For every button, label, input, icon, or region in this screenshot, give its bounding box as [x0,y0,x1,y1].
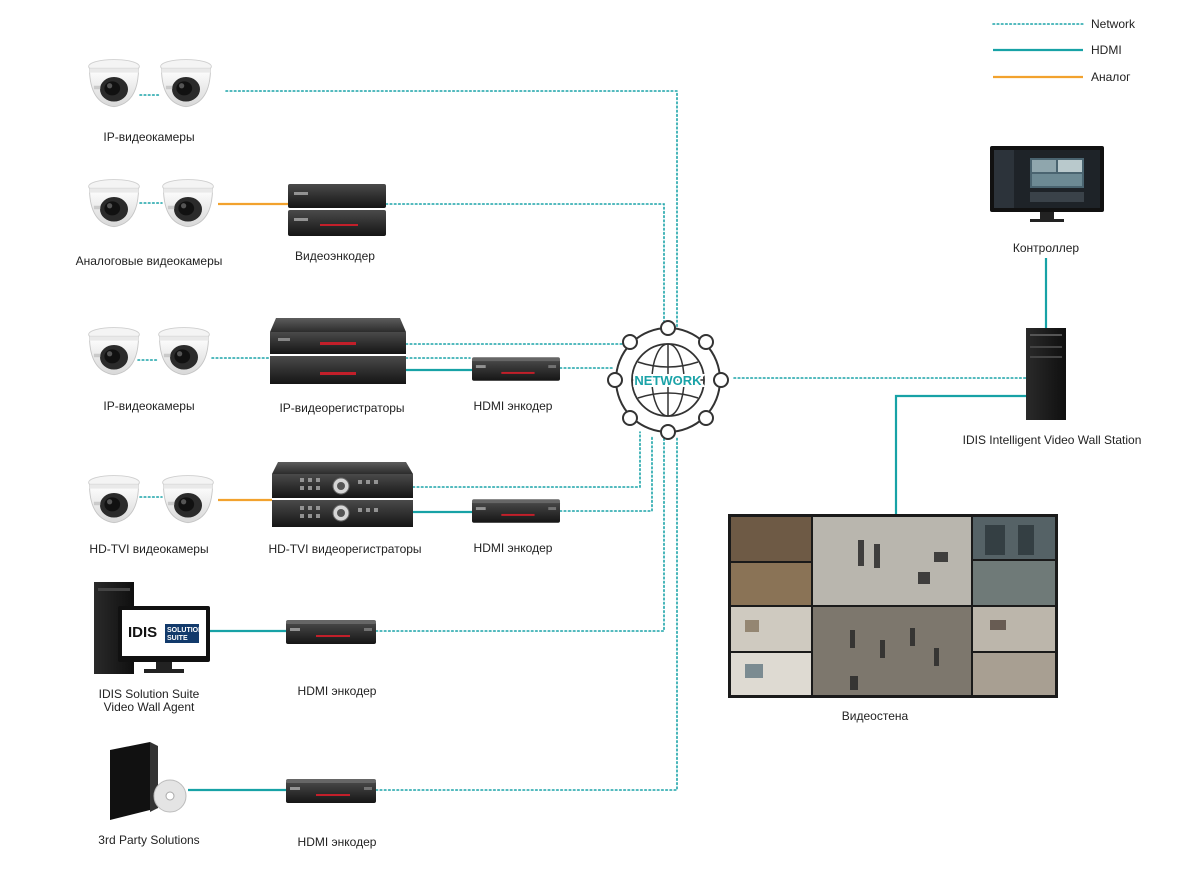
encoder-unit-top [288,184,386,208]
screen-logo-brand: IDIS [128,624,157,641]
hdtvi-cameras-group: HD-TVI видеокамеры [88,475,214,556]
hdmi-encoder-icon [286,779,376,803]
screen-logo-line2: SUITE [167,635,188,642]
video-tile [731,653,811,695]
hub-node [622,410,638,426]
solution-suite-label-line1: IDIS Solution Suite [99,687,200,701]
hub-node [713,372,729,388]
video-encoder-label: Видеоэнкодер [295,249,375,263]
net-line-hdmi-encoder-3 [375,437,665,632]
analog-cameras-group: Аналоговые видеокамеры [76,179,223,268]
software-box-icon [110,742,158,820]
hub-node [698,334,714,350]
video-tile [973,607,1055,651]
hdmi-encoder-3: HDMI энкодер [286,620,377,698]
hdmi-encoder-label-2: HDMI энкодер [474,541,553,555]
video-encoder-device: Видеоэнкодер [288,184,386,263]
dome-camera-icon [88,59,140,108]
net-line-video-encoder [385,203,665,333]
legend-network-label: Network [1091,17,1136,31]
hdmi-encoder-label-4: HDMI энкодер [298,835,377,849]
video-tile [973,561,1055,605]
video-tile [973,653,1055,695]
pc-tower-icon [1026,328,1066,420]
network-hub [607,320,729,440]
hdmi-encoder-icon [472,499,560,523]
dome-camera-icon [162,475,214,524]
hdmi-encoder-icon [286,620,376,644]
dome-camera-icon [162,179,214,228]
video-wall: Видеостена [728,514,1058,723]
hdmi-encoder-icon [472,357,560,381]
hdtvi-dvr-label: HD-TVI видеорегистраторы [268,542,421,556]
dome-camera-icon [158,327,210,376]
hub-node [607,372,623,388]
ip-cameras-label-2: IP-видеокамеры [103,399,194,413]
ip-nvr-label: IP-видеорегистраторы [279,401,404,415]
ip-nvr-device: IP-видеорегистраторы [270,318,406,415]
third-party-solutions: 3rd Party Solutions [98,742,200,847]
dome-camera-icon [160,59,212,108]
video-tile [731,607,811,651]
controller-monitor: Контроллер [990,146,1104,255]
hdtvi-cameras-label: HD-TVI видеокамеры [89,542,208,556]
solution-suite-label-line2: Video Wall Agent [104,700,195,714]
analog-cameras-label: Аналоговые видеокамеры [76,254,223,268]
station-label: IDIS Intelligent Video Wall Station [963,433,1142,447]
ip-cameras-group-2: IP-видеокамеры [88,327,210,413]
connections [188,90,1048,792]
legend-analog-label: Аналог [1091,70,1131,84]
ip-cameras-group-1: IP-видеокамеры [88,59,212,144]
screen-logo-line1: SOLUTION [167,627,203,634]
net-line-hdmi-encoder-4 [375,437,678,791]
net-line-dvr [412,431,641,488]
hdmi-encoder-4: HDMI энкодер [286,779,377,849]
hub-node [622,334,638,350]
hub-node [698,410,714,426]
legend: Network HDMI Аналог [992,17,1136,84]
legend-hdmi-label: HDMI [1091,43,1122,57]
hub-node [660,424,676,440]
third-party-label: 3rd Party Solutions [98,833,199,847]
video-tile [813,607,971,695]
hdmi-encoder-label-3: HDMI энкодер [298,684,377,698]
encoder-unit-bottom [288,210,386,236]
hdmi-line-video-wall [894,394,1026,514]
ip-cameras-label-1: IP-видеокамеры [103,130,194,144]
video-tile [731,563,811,605]
solution-suite-agent: IDIS SOLUTION SUITE IDIS Solution Suite … [94,582,210,714]
hdmi-encoder-2: HDMI энкодер [472,499,560,555]
video-wall-label: Видеостена [842,709,909,723]
hdmi-encoder-1: HDMI энкодер [472,357,560,413]
hdtvi-dvr-device: HD-TVI видеорегистраторы [268,462,422,556]
controller-label: Контроллер [1013,241,1080,255]
video-tile [731,517,811,561]
hub-node [660,320,676,336]
dome-camera-icon [88,179,140,228]
hdmi-encoder-label-1: HDMI энкодер [474,399,553,413]
video-wall-station: IDIS Intelligent Video Wall Station [963,328,1142,447]
net-line-ip-cameras-1 [225,90,678,329]
net-line-hdmi-encoder-2 [559,435,653,512]
hub-label: NETWORK [634,373,702,388]
dome-camera-icon [88,475,140,524]
dome-camera-icon [88,327,140,376]
